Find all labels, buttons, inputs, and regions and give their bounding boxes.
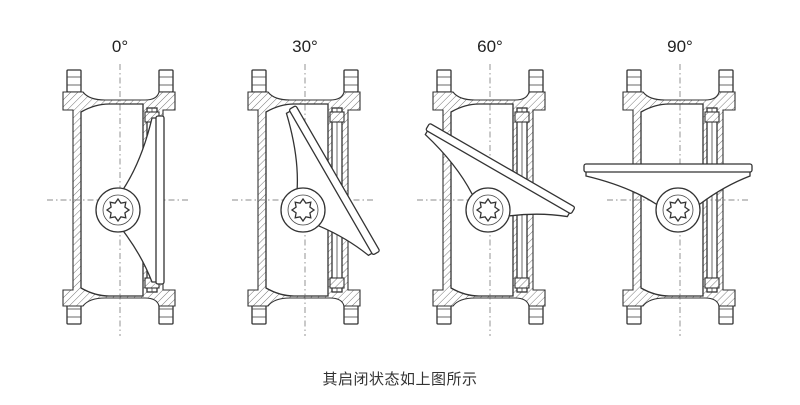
hub-bore bbox=[472, 194, 504, 226]
disc-hub bbox=[280, 187, 326, 233]
valve-panel-0: 0° bbox=[47, 37, 191, 336]
splined-shaft bbox=[105, 197, 131, 223]
valve-disc bbox=[424, 123, 576, 218]
disc-hub bbox=[465, 187, 511, 233]
splined-shaft bbox=[290, 197, 316, 223]
hub-bore bbox=[102, 194, 134, 226]
flange-bolt-lug bbox=[251, 69, 267, 93]
diagram-caption: 其启闭状态如上图所示 bbox=[322, 370, 478, 388]
flange-bolt-lug bbox=[158, 69, 174, 93]
flange-bolt-lug bbox=[66, 69, 82, 93]
disc-plate bbox=[288, 105, 380, 256]
seal-detail bbox=[329, 277, 345, 289]
disc-hub bbox=[655, 187, 701, 233]
disc-plate bbox=[155, 115, 165, 285]
hub-bore bbox=[287, 194, 319, 226]
disc-hub bbox=[95, 187, 141, 233]
valve-panel-90: 90° bbox=[583, 37, 753, 336]
seal-detail bbox=[704, 277, 720, 289]
disc-plate bbox=[425, 123, 576, 215]
flange-bolt-lug bbox=[528, 69, 544, 93]
valve-panel-60: 60° bbox=[417, 37, 576, 336]
flange-bolt-lug bbox=[343, 69, 359, 93]
flange-bolt-lug bbox=[626, 69, 642, 93]
splined-shaft bbox=[475, 197, 501, 223]
seal-detail bbox=[329, 111, 345, 123]
flange-bolt-lug bbox=[436, 69, 452, 93]
angle-label: 90° bbox=[667, 37, 693, 56]
angle-label: 30° bbox=[292, 37, 318, 56]
valve-disc bbox=[123, 115, 165, 285]
angle-label: 60° bbox=[477, 37, 503, 56]
valve-disc bbox=[285, 105, 380, 257]
seal-detail bbox=[514, 111, 530, 123]
flange-bolt-lug bbox=[718, 69, 734, 93]
valve-panel-30: 30° bbox=[232, 37, 380, 336]
hub-bore bbox=[662, 194, 694, 226]
seal-detail bbox=[514, 277, 530, 289]
seal-detail bbox=[704, 111, 720, 123]
splined-shaft bbox=[665, 197, 691, 223]
valve-disc bbox=[583, 163, 753, 205]
angle-label: 0° bbox=[112, 37, 128, 56]
disc-plate bbox=[583, 163, 753, 173]
